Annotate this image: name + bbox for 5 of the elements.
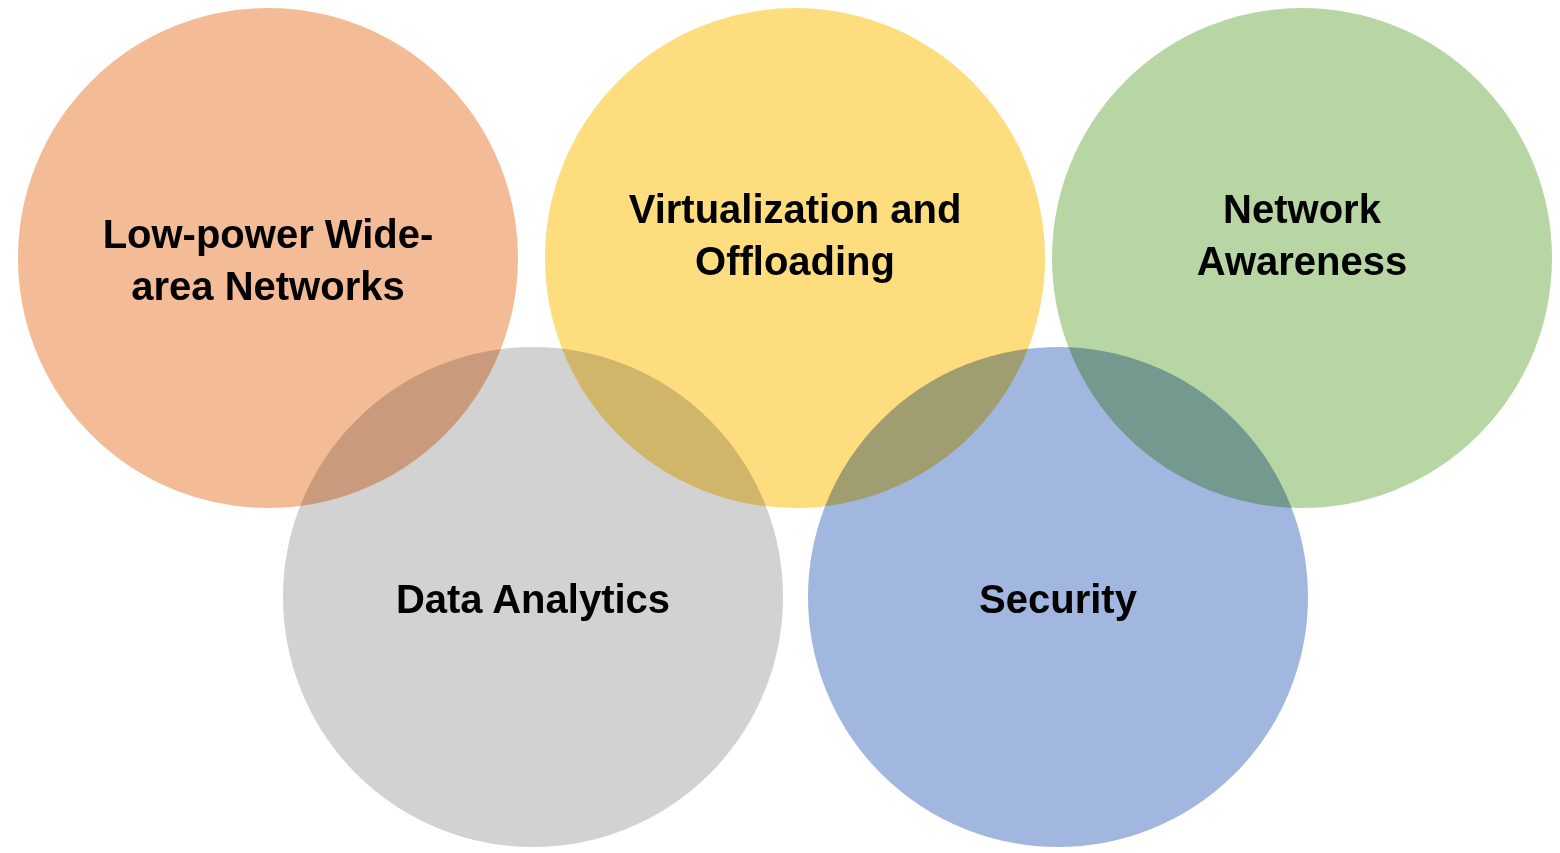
circle-label: Network Awareness <box>1195 185 1409 285</box>
circle-label: Security <box>978 576 1138 623</box>
circle-label: Virtualization and Offloading <box>627 185 963 285</box>
circle-label: Data Analytics <box>394 576 672 623</box>
circle-label: Low-power Wide-area Networks <box>101 211 435 310</box>
